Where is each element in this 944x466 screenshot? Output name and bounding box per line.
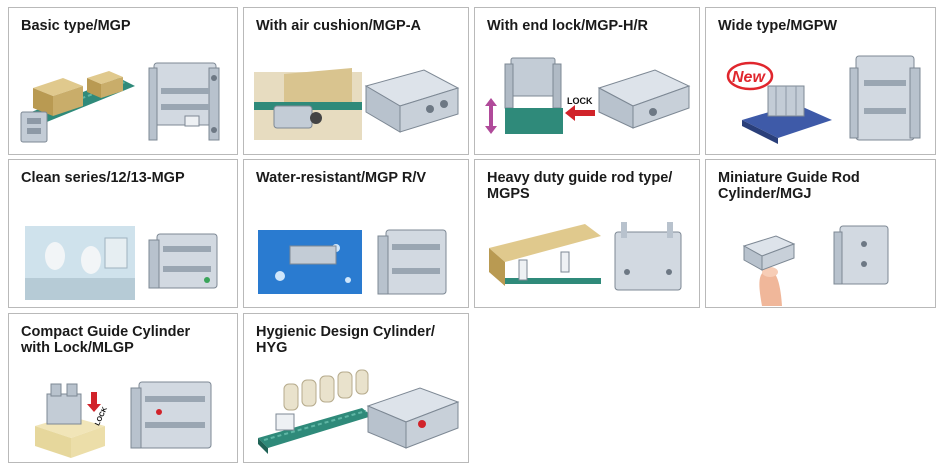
cylinder-icon <box>597 69 691 129</box>
lock-label: LOCK <box>567 96 593 106</box>
cylinder-icon <box>148 62 220 141</box>
base-block <box>505 108 563 134</box>
cylinder-icon <box>377 229 447 295</box>
card-title: Clean series/12/13-MGP <box>21 170 185 186</box>
product-card-mgp-rv[interactable]: Water-resistant/MGP R/V <box>243 159 469 308</box>
cylinder-icon <box>130 381 212 449</box>
product-card-clean-mgp[interactable]: Clean series/12/13-MGP <box>8 159 238 308</box>
cleanroom-photo <box>25 226 135 300</box>
new-badge-icon: New <box>726 61 774 91</box>
card-title: Basic type/MGP <box>21 18 131 34</box>
card-title: Water-resistant/MGP R/V <box>256 170 427 186</box>
card-title: Miniature Guide Rod Cylinder/MGJ <box>718 170 860 202</box>
product-illustration <box>258 229 447 295</box>
product-illustration <box>25 226 218 300</box>
product-illustration <box>258 369 460 454</box>
conveyor-icon <box>258 408 372 454</box>
card-title: Wide type/MGPW <box>718 18 838 34</box>
cylinder-icon <box>366 387 460 449</box>
updown-arrow-icon <box>485 98 497 134</box>
cylinder-icon <box>833 225 889 285</box>
product-card-hyg[interactable]: Hygienic Design Cylinder/ HYG <box>243 313 469 463</box>
card-title: Heavy duty guide rod type/ MGPS <box>487 170 673 202</box>
lock-arrow-icon: LOCK <box>87 392 109 427</box>
conveyor-icon <box>489 224 601 286</box>
product-card-mgpw[interactable]: Wide type/MGPW New <box>705 7 936 155</box>
cylinder-icon <box>273 105 322 129</box>
product-illustration <box>489 222 682 291</box>
water-splash-photo <box>258 230 362 294</box>
finger-icon <box>759 267 782 306</box>
cylinder-icon <box>46 383 82 425</box>
new-label: New <box>732 69 766 86</box>
box-icon <box>33 71 123 116</box>
cylinder-icon <box>20 111 48 143</box>
cylinder-icon <box>504 57 562 109</box>
bottles-icon <box>283 369 369 411</box>
product-illustration <box>742 225 889 306</box>
cylinder-icon <box>614 222 682 291</box>
conveyor-icon <box>254 68 362 140</box>
product-card-mgj[interactable]: Miniature Guide Rod Cylinder/MGJ <box>705 159 936 308</box>
card-title: Compact Guide Cylinder with Lock/MLGP <box>21 324 191 356</box>
cylinder-icon <box>849 55 921 141</box>
cylinder-icon <box>742 235 796 271</box>
product-illustration: New <box>726 55 921 144</box>
product-illustration: LOCK <box>485 57 691 134</box>
product-illustration <box>20 62 220 143</box>
cylinder-icon <box>742 85 832 144</box>
product-card-mgp-a[interactable]: With air cushion/MGP-A <box>243 7 469 155</box>
cylinder-icon <box>148 233 218 289</box>
card-title: With end lock/MGP-H/R <box>487 18 648 34</box>
product-illustration <box>254 68 460 140</box>
product-card-mgps[interactable]: Heavy duty guide rod type/ MGPS <box>474 159 700 308</box>
lock-arrow-icon: LOCK <box>565 96 595 121</box>
cylinder-icon <box>364 69 460 133</box>
product-illustration: LOCK <box>35 381 212 458</box>
product-card-mgp-h-r[interactable]: With end lock/MGP-H/R LOCK <box>474 7 700 155</box>
card-title: With air cushion/MGP-A <box>256 18 422 34</box>
card-title: Hygienic Design Cylinder/ HYG <box>256 324 435 356</box>
product-card-mgp[interactable]: Basic type/MGP <box>8 7 238 155</box>
product-card-mlgp[interactable]: Compact Guide Cylinder with Lock/MLGP LO… <box>8 313 238 463</box>
